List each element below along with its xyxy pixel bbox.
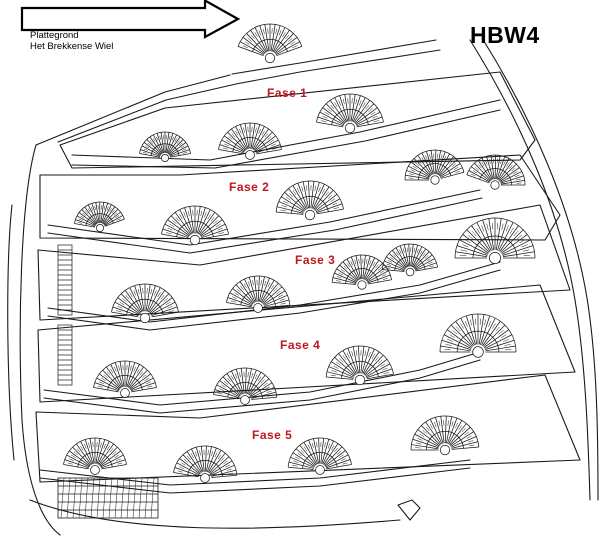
phase-label-2: Fase 2	[229, 180, 270, 194]
plan-title-line2: Het Brekkense Wiel	[30, 41, 114, 52]
parking-stall-line	[102, 477, 107, 519]
pier-cluster	[466, 154, 526, 190]
pier-cluster	[218, 122, 282, 160]
parking-stall-line	[66, 477, 71, 519]
pier-cluster	[287, 437, 352, 475]
road-network	[7, 37, 599, 536]
pier-cluster	[226, 275, 291, 313]
pier-cluster	[111, 283, 179, 324]
pier-cluster	[275, 180, 344, 221]
parking-stall-line	[60, 477, 65, 519]
phase-label-1: Fase 1	[267, 86, 308, 100]
parking-area	[57, 477, 159, 519]
arrow-right-outline-icon	[20, 0, 241, 39]
pier-cluster	[316, 93, 384, 134]
pier-cluster	[410, 415, 480, 456]
site-boundary	[19, 144, 61, 536]
parking-stall-line	[114, 477, 119, 519]
parking-stall-line	[72, 477, 77, 519]
parking-stall-line	[150, 477, 155, 519]
parking-stall-line	[84, 477, 89, 519]
pier-cluster	[74, 201, 125, 233]
pier-cluster	[381, 243, 438, 277]
boat-pier-clusters	[63, 23, 536, 483]
pier-cluster	[325, 345, 394, 386]
pier-cluster	[331, 254, 392, 290]
pier-cluster	[439, 313, 517, 358]
road-fase1	[71, 99, 501, 161]
left-edge-berths	[57, 244, 73, 386]
parking-stall-line	[120, 477, 125, 519]
pier-cluster	[139, 131, 191, 163]
pier-cluster	[161, 205, 229, 246]
parking-stall-line	[96, 477, 101, 519]
pier-cluster	[404, 149, 465, 185]
parking-stall-line	[138, 477, 143, 519]
pier-cluster	[173, 445, 238, 483]
road-fase5	[39, 459, 471, 486]
phase-label-5: Fase 5	[252, 428, 293, 442]
plan-title-line1: Plattegrond	[30, 30, 79, 41]
plan-code: HBW4	[470, 22, 540, 48]
phase-label-4: Fase 4	[280, 338, 321, 352]
parking-stall-line	[90, 477, 95, 519]
phase-label-3: Fase 3	[295, 253, 336, 267]
pier-cluster	[63, 437, 127, 475]
parking-stall-line	[126, 477, 131, 519]
road-fase4	[43, 351, 481, 406]
parking-stall-line	[132, 477, 137, 519]
pier-cluster	[213, 367, 278, 405]
road-fase2	[47, 189, 481, 246]
plan-title: Plattegrond Het Brekkense Wiel	[30, 30, 113, 52]
pier-cluster	[93, 360, 157, 398]
parking-stall-line	[144, 477, 149, 519]
parking-stall-line	[78, 477, 83, 519]
pier-cluster	[237, 23, 303, 64]
pier-cluster	[454, 217, 536, 264]
parking-stall-line	[108, 477, 113, 519]
